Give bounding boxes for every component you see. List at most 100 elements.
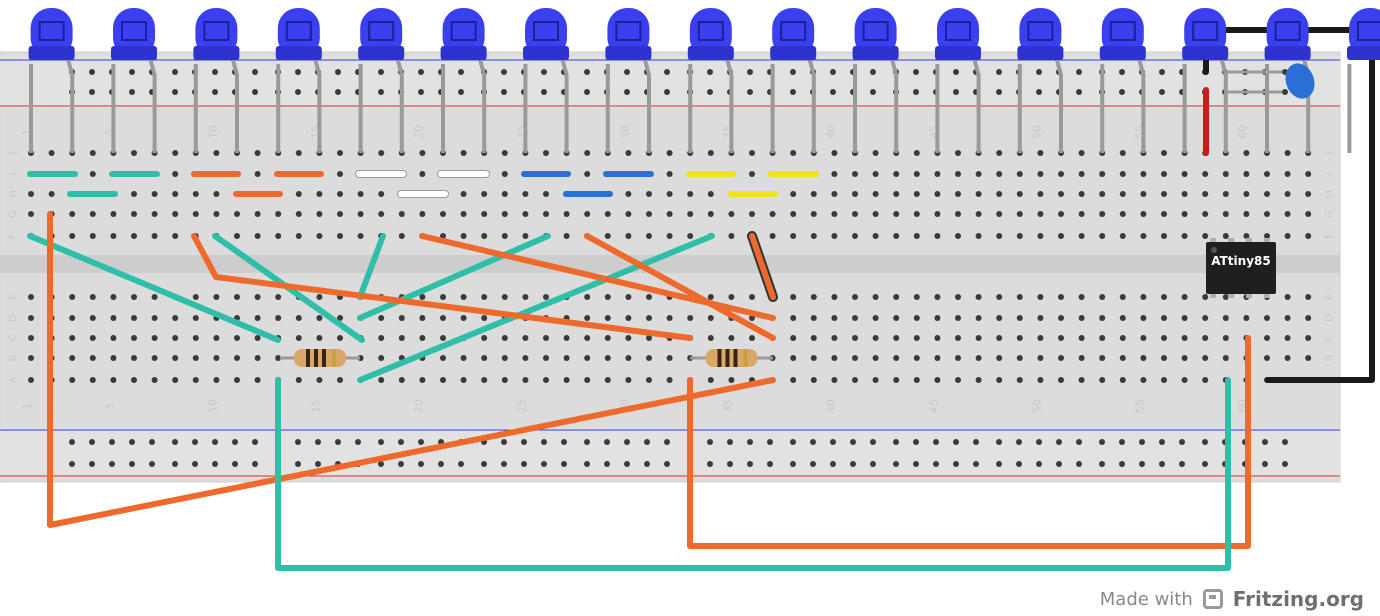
hole bbox=[1016, 315, 1023, 321]
hole bbox=[1140, 315, 1147, 321]
led-rim bbox=[605, 46, 652, 60]
hole bbox=[69, 335, 76, 341]
hole bbox=[1161, 377, 1167, 383]
hole bbox=[234, 335, 240, 341]
hole bbox=[625, 335, 632, 341]
hole bbox=[913, 211, 920, 217]
hole bbox=[172, 191, 179, 197]
hole bbox=[110, 335, 117, 341]
column-number-bottom: 1 bbox=[21, 403, 34, 410]
hole bbox=[852, 335, 858, 341]
rail-hole bbox=[458, 461, 464, 467]
rail-hole bbox=[212, 461, 218, 467]
hole bbox=[213, 191, 220, 197]
led-rim bbox=[1182, 46, 1229, 60]
hole bbox=[1181, 233, 1188, 239]
hole bbox=[1284, 233, 1291, 239]
column-number-bottom: 50 bbox=[1030, 399, 1043, 413]
hole bbox=[1078, 171, 1085, 177]
attiny85-chip[interactable]: ATtiny85 bbox=[1206, 242, 1276, 294]
hole bbox=[192, 377, 199, 383]
rail-hole bbox=[129, 89, 135, 95]
rail-hole bbox=[458, 89, 464, 95]
rail-hole bbox=[89, 439, 95, 445]
hole bbox=[872, 150, 879, 156]
hole bbox=[893, 377, 900, 383]
hole bbox=[852, 315, 858, 321]
rail-hole bbox=[933, 461, 939, 467]
hole bbox=[192, 355, 199, 361]
hole bbox=[913, 191, 920, 197]
rail-hole bbox=[192, 461, 198, 467]
rail-hole bbox=[644, 461, 650, 467]
hole bbox=[89, 171, 96, 177]
hole bbox=[584, 377, 591, 383]
hole bbox=[275, 315, 282, 321]
rail-hole bbox=[953, 89, 959, 95]
led-body bbox=[1101, 8, 1144, 58]
hole bbox=[316, 211, 323, 217]
rail-hole bbox=[521, 461, 527, 467]
led-body bbox=[277, 8, 320, 58]
hole bbox=[728, 233, 735, 239]
rail-hole bbox=[89, 461, 95, 467]
rail-hole bbox=[378, 439, 384, 445]
orange-wire bbox=[687, 335, 1251, 549]
led-rim bbox=[852, 46, 899, 60]
hole bbox=[1181, 191, 1188, 197]
hole bbox=[1222, 294, 1229, 300]
rail-hole bbox=[1076, 89, 1082, 95]
hole bbox=[172, 171, 179, 177]
rail-hole bbox=[1076, 461, 1082, 467]
hole bbox=[1264, 335, 1270, 341]
hole bbox=[666, 377, 673, 383]
hole bbox=[646, 315, 652, 321]
hole bbox=[337, 150, 343, 156]
rail-hole bbox=[584, 461, 590, 467]
fritzing-watermark: Made with Fritzing.org bbox=[1100, 587, 1364, 611]
rail-hole bbox=[850, 439, 856, 445]
hole bbox=[69, 355, 76, 361]
blue-led bbox=[1099, 8, 1146, 60]
hole bbox=[1140, 191, 1147, 197]
hole bbox=[1140, 171, 1147, 177]
rail-hole bbox=[109, 439, 115, 445]
rail-hole bbox=[252, 461, 258, 467]
hole bbox=[110, 377, 117, 383]
rail-hole bbox=[1179, 461, 1185, 467]
hole bbox=[810, 211, 817, 217]
hole bbox=[131, 355, 137, 361]
hole bbox=[501, 355, 508, 361]
hole bbox=[481, 355, 488, 361]
rail-hole bbox=[252, 439, 258, 445]
bottom-power-rail bbox=[0, 428, 1340, 478]
rail-hole bbox=[335, 439, 341, 445]
blue-led bbox=[523, 8, 569, 60]
hole bbox=[1181, 211, 1188, 217]
hole bbox=[275, 233, 282, 239]
led-body bbox=[937, 8, 979, 58]
rail-hole bbox=[790, 461, 796, 467]
hole bbox=[604, 355, 611, 361]
hole bbox=[1222, 335, 1229, 341]
hole bbox=[831, 355, 838, 361]
rail-hole bbox=[830, 439, 836, 445]
hole bbox=[604, 233, 611, 239]
hole bbox=[934, 335, 941, 341]
hole bbox=[584, 150, 591, 156]
hole bbox=[893, 315, 900, 321]
hole bbox=[501, 171, 508, 177]
hole bbox=[1058, 377, 1064, 383]
led-rim bbox=[28, 46, 75, 60]
hole bbox=[1037, 335, 1044, 341]
hole bbox=[646, 335, 652, 341]
blue-led bbox=[852, 8, 899, 60]
hole bbox=[543, 150, 549, 156]
hole bbox=[151, 355, 158, 361]
hole bbox=[625, 294, 632, 300]
hole bbox=[481, 335, 488, 341]
hole bbox=[48, 191, 55, 197]
hole bbox=[357, 211, 364, 217]
rail-hole bbox=[996, 89, 1002, 95]
